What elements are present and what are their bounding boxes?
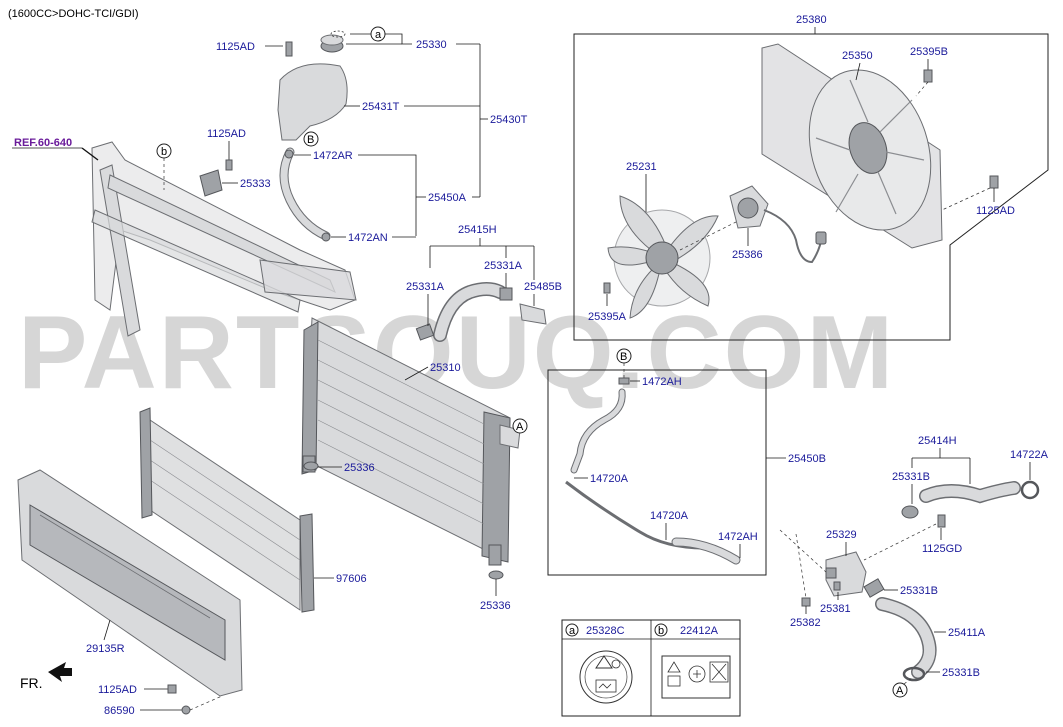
- label-25333[interactable]: 25333: [240, 178, 271, 190]
- air-guard-shroud: [17, 469, 243, 697]
- label-14720A-left[interactable]: 14720A: [590, 473, 629, 485]
- callout-A-bottom[interactable]: [892, 682, 908, 698]
- label-25231[interactable]: 25231: [626, 161, 657, 173]
- label-86590[interactable]: 86590: [104, 705, 135, 717]
- condenser: [139, 407, 315, 613]
- label-1472AH-top[interactable]: 1472AH: [642, 376, 682, 388]
- legend-b-marker: [654, 623, 668, 637]
- label-25382[interactable]: 25382: [790, 617, 821, 629]
- legend-table: a 25328C b 22412A: [561, 619, 741, 717]
- label-25336-right[interactable]: 25336: [480, 600, 511, 612]
- label-25331A-left[interactable]: 25331A: [406, 281, 445, 293]
- screw-25395A: [603, 282, 611, 294]
- label-1125GD[interactable]: 1125GD: [922, 543, 962, 555]
- label-25485B[interactable]: 25485B: [524, 281, 562, 293]
- clamp-1472AN: [321, 232, 331, 242]
- fitting-25485B: [519, 303, 547, 325]
- label-25450B[interactable]: 25450B: [788, 453, 826, 465]
- fan-shroud: [761, 43, 943, 249]
- svg-text:a: a: [375, 29, 382, 41]
- label-25430T[interactable]: 25430T: [490, 114, 528, 126]
- clamp-25331B-middle: [863, 578, 885, 598]
- mount-25336-right: [488, 570, 504, 580]
- label-25381[interactable]: 25381: [820, 603, 851, 615]
- label-25331B-top[interactable]: 25331B: [892, 471, 930, 483]
- reference-arrow: [81, 147, 99, 161]
- bolt-25381: [833, 581, 841, 591]
- svg-text:a: a: [569, 625, 576, 637]
- svg-text:B: B: [620, 351, 627, 363]
- legend-a-marker: [565, 623, 579, 637]
- clamp-1472AH-top: [618, 377, 630, 385]
- label-25380[interactable]: 25380: [796, 14, 827, 26]
- radiator-support-panel: [91, 141, 357, 337]
- label-25329[interactable]: 25329: [826, 529, 857, 541]
- label-25331B-middle[interactable]: 25331B: [900, 585, 938, 597]
- label-25330[interactable]: 25330: [416, 39, 447, 51]
- label-25395A[interactable]: 25395A: [588, 311, 627, 323]
- water-outlet-fitting: [825, 551, 867, 597]
- label-1472AN[interactable]: 1472AN: [348, 232, 388, 244]
- label-25331A-right[interactable]: 25331A: [484, 260, 523, 272]
- label-25411A[interactable]: 25411A: [948, 627, 986, 639]
- label-1472AR[interactable]: 1472AR: [313, 150, 353, 162]
- label-1125AD-mid[interactable]: 1125AD: [207, 128, 246, 140]
- label-25415H[interactable]: 25415H: [458, 224, 497, 236]
- label-25331B-bottom[interactable]: 25331B: [942, 667, 980, 679]
- label-1125AD-bottom[interactable]: 1125AD: [98, 684, 137, 696]
- svg-text:A: A: [516, 421, 524, 433]
- label-25336-left[interactable]: 25336: [344, 462, 375, 474]
- label-29135R[interactable]: 29135R: [86, 643, 125, 655]
- label-14720A-right[interactable]: 14720A: [650, 510, 689, 522]
- bolt-1125AD-right: [989, 175, 999, 189]
- engine-spec-header: (1600CC>DOHC-TCI/GDI): [8, 8, 139, 20]
- reference-60-640[interactable]: REF.60-640: [14, 137, 72, 149]
- label-25395B[interactable]: 25395B: [910, 46, 948, 58]
- mount-25336-left: [303, 461, 319, 471]
- front-direction-arrow-icon: [48, 662, 72, 682]
- label-25350[interactable]: 25350: [842, 50, 873, 62]
- filler-cap-caution-icon: [579, 650, 633, 704]
- svg-text:b: b: [161, 146, 167, 158]
- label-25414H[interactable]: 25414H: [918, 435, 957, 447]
- label-25386[interactable]: 25386: [732, 249, 763, 261]
- svg-text:b: b: [658, 625, 664, 637]
- clamp-14722A: [1020, 480, 1040, 500]
- svg-text:B: B: [307, 134, 314, 146]
- coolant-caution-label-icon: [661, 655, 731, 699]
- label-1125AD-right[interactable]: 1125AD: [976, 205, 1015, 217]
- clamp-25331A-lower: [415, 323, 435, 341]
- front-direction-label: FR.: [20, 675, 43, 691]
- clamp-25331B-bottom: [902, 666, 926, 682]
- plug-25382: [801, 597, 811, 607]
- label-25431T[interactable]: 25431T: [362, 101, 400, 113]
- bypass-hose-box: [547, 369, 767, 576]
- label-25450A[interactable]: 25450A: [428, 192, 467, 204]
- cooling-fan: [607, 195, 719, 319]
- callout-B-reservoir[interactable]: [303, 131, 319, 147]
- coolant-reservoir: [277, 30, 348, 141]
- label-1472AH-bottom[interactable]: 1472AH: [718, 531, 758, 543]
- legend-b-code[interactable]: 22412A: [680, 625, 719, 637]
- fan-motor: [729, 185, 827, 264]
- callout-A-radiator[interactable]: [512, 418, 528, 434]
- bolt-1125GD: [937, 514, 946, 528]
- clamp-25331B-top: [901, 505, 919, 519]
- fan-assembly-box: [573, 33, 1049, 341]
- label-25310[interactable]: 25310: [430, 362, 461, 374]
- label-1125AD-top[interactable]: 1125AD: [216, 41, 255, 53]
- label-97606[interactable]: 97606: [336, 573, 367, 585]
- legend-a-code[interactable]: 25328C: [586, 625, 625, 637]
- clamp-25331A-upper: [499, 287, 513, 301]
- label-14722A[interactable]: 14722A: [1010, 449, 1049, 461]
- clamp-1472AR: [284, 149, 294, 159]
- svg-text:A: A: [896, 685, 904, 697]
